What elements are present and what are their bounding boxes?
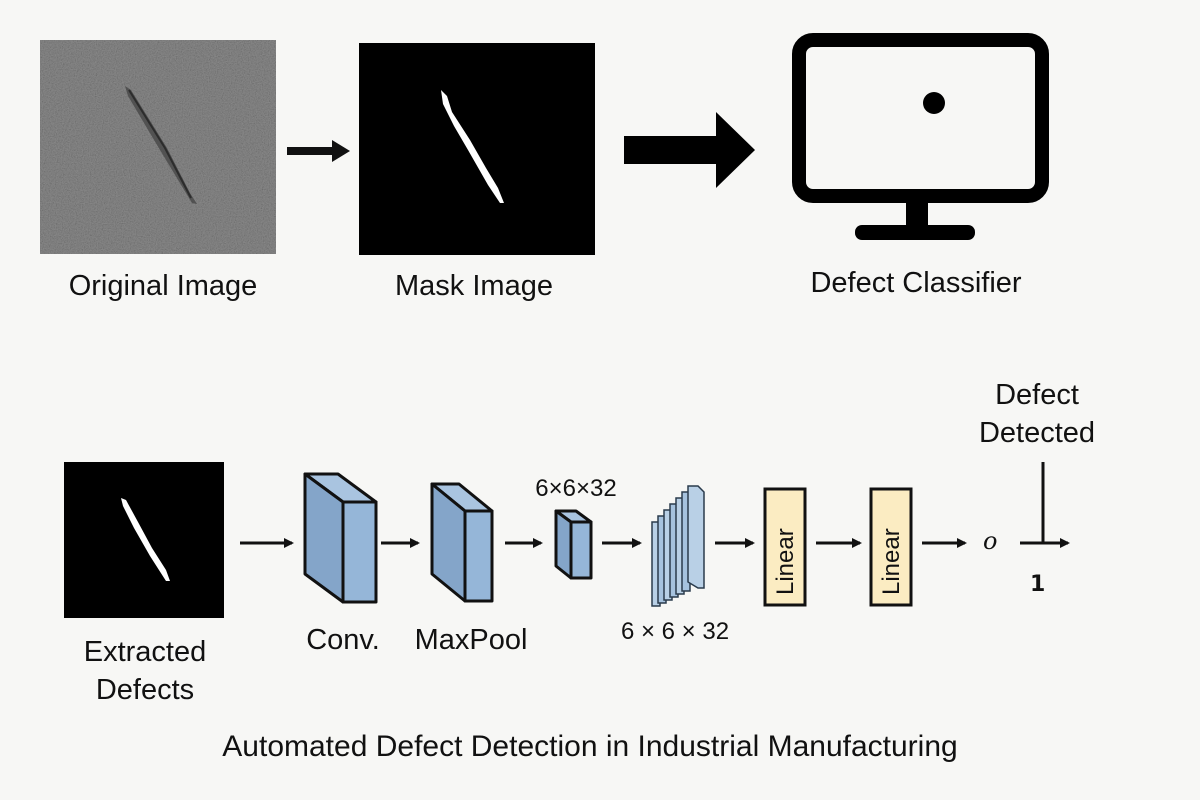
- mask-image: [359, 43, 595, 255]
- extracted-label-line1: Extracted: [83, 636, 207, 668]
- extracted-label-line2: Defects: [95, 674, 195, 706]
- extracted-defects-image: [64, 462, 224, 618]
- linear-1-label: Linear: [772, 528, 799, 595]
- feature-map-stack: [651, 485, 705, 607]
- mask-image-label: Mask Image: [395, 270, 553, 302]
- arrow-right-icon: [624, 112, 755, 188]
- defect-classifier-label: Defect Classifier: [810, 267, 1022, 299]
- detected-line1: Defect: [995, 379, 1079, 411]
- stack-dims: 6 × 6 × 32: [620, 618, 730, 645]
- extracted-defects-label: Extracted Defects: [84, 633, 207, 709]
- maxpool-label: MaxPool: [414, 624, 528, 656]
- conv-label: Conv.: [306, 624, 380, 656]
- maxpool-block: [430, 482, 494, 603]
- pipeline-arrows: [240, 462, 1070, 548]
- linear-2-label: Linear: [878, 528, 905, 595]
- small-block: [554, 509, 593, 580]
- conv-block: [303, 472, 378, 604]
- arrow-right-icon: [287, 140, 350, 162]
- detected-line2: Detected: [978, 417, 1096, 449]
- linear-layer-2: [869, 487, 913, 607]
- original-image: [40, 40, 276, 254]
- output-value: 1: [1030, 572, 1046, 597]
- linear-layer-1: [763, 487, 807, 607]
- defect-detected-label: Defect Detected: [979, 376, 1095, 452]
- output-symbol: o: [983, 527, 998, 555]
- diagram-caption: Automated Defect Detection in Industrial…: [222, 730, 958, 763]
- monitor-icon: [792, 33, 1049, 240]
- original-image-label: Original Image: [68, 270, 258, 302]
- small-block-dims: 6×6×32: [535, 475, 617, 502]
